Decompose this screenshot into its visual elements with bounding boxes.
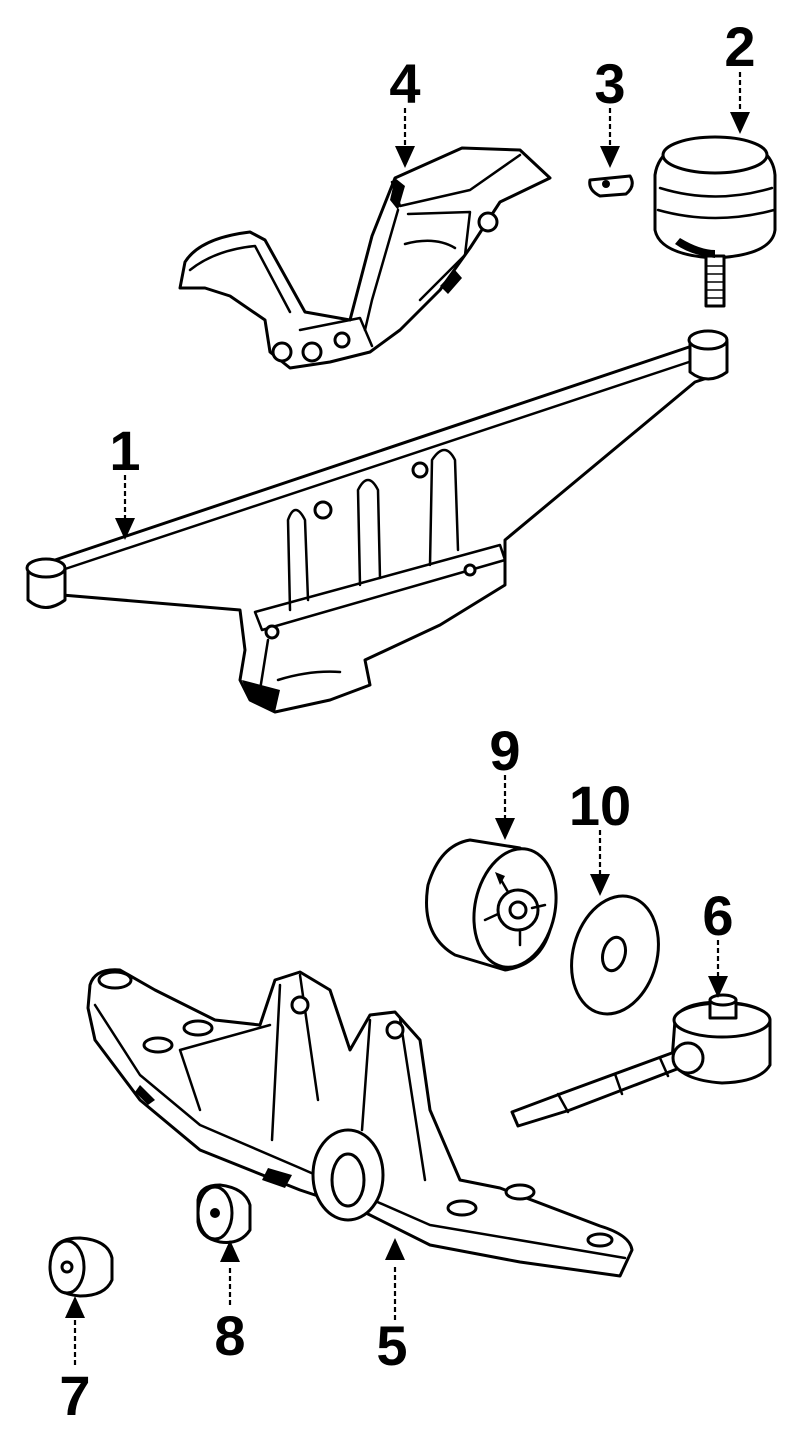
callout-6: 6 [702, 884, 733, 947]
part-1-crossmember [25, 329, 729, 714]
callout-1: 1 [109, 419, 140, 482]
part-3-clip [588, 174, 634, 198]
part-9-bushing [425, 838, 558, 972]
part-8-bushing [196, 1183, 252, 1244]
callout-8: 8 [214, 1304, 245, 1367]
callout-10: 10 [569, 774, 631, 837]
part-10-washer [570, 894, 660, 1016]
part-4-bracket [178, 146, 552, 370]
leader-lines [65, 72, 750, 1365]
part-5-lower-bracket [86, 968, 634, 1278]
callout-4: 4 [389, 52, 420, 115]
callout-7: 7 [59, 1364, 90, 1427]
part-7-bushing [48, 1236, 114, 1298]
part-6-mount [510, 993, 772, 1128]
part-2-engine-mount [653, 135, 777, 308]
callout-2: 2 [724, 15, 755, 78]
callout-9: 9 [489, 719, 520, 782]
callout-3: 3 [594, 52, 625, 115]
callout-5: 5 [376, 1314, 407, 1377]
